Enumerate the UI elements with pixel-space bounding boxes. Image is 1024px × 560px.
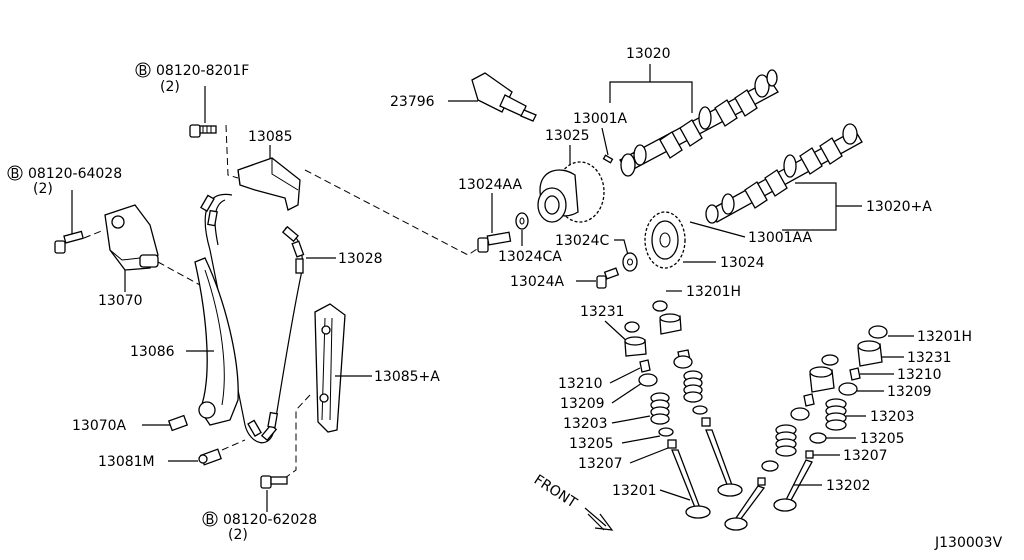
bolt-marker: B [11,167,20,182]
bolt-marker: B [206,513,215,528]
part-label-13231-1: 13231 [580,304,625,320]
exhaust-valve-13202-drawing [724,459,813,531]
bolt-label-08120-8201F: B 08120-8201F (2) [135,62,249,95]
part-label-13201H-1: 13201H [686,284,741,300]
part-label-23796: 23796 [390,94,435,110]
part-label-13210-2: 13210 [897,367,942,383]
sensor-23796-drawing [471,72,537,122]
part-label-13205-2: 13205 [860,431,905,447]
part-label-13203-2: 13203 [870,409,915,425]
part-label-13024A: 13024A [510,274,565,290]
part-label-13025: 13025 [545,128,590,144]
part-label-13203-1: 13203 [563,416,608,432]
bolt-qty: (2) [228,527,248,543]
spring-13203-left-drawing [650,370,703,425]
bolt-13024AA-drawing [477,231,512,253]
part-label-13001AA: 13001AA [748,230,813,246]
part-label-13231-2: 13231 [907,350,952,366]
shim-13201H-left [652,300,668,312]
part-label-13070A: 13070A [72,418,127,434]
bolt-13024A-drawing [596,267,620,289]
part-label-13205-1: 13205 [569,436,614,452]
timing-chain-13028-drawing [200,193,305,444]
part-label-13086: 13086 [130,344,175,360]
washer-13024C [622,252,638,272]
bolt-label-08120-62028: B 08120-62028 (2) [202,511,317,543]
part-label-13020A: 13020+A [866,199,932,215]
part-label-13207-2: 13207 [843,448,888,464]
bolt-62028-drawing [260,475,288,489]
sprocket-13025-drawing [537,161,605,223]
part-13070A-drawing [167,414,189,432]
part-label-13209-1: 13209 [560,396,605,412]
part-label-13024C: 13024C [555,233,610,249]
diagram-id: J130003V [934,535,1003,551]
chain-guide-13085A-drawing [314,303,346,433]
front-indicator: FRONT [531,472,614,531]
bolt-label-08120-64028: B 08120-64028 (2) [7,165,122,197]
bolt-marker: B [139,64,148,79]
bolt-64028-drawing [54,230,84,254]
bolt-qty: (2) [160,79,180,95]
bolt-qty: (2) [33,181,53,197]
bolt-8201F-drawing [189,124,217,138]
part-label-13209-2: 13209 [887,384,932,400]
slack-guide-13086-drawing [194,257,239,426]
intake-valve-13201-drawing [671,429,743,519]
tensioner-13070-drawing [104,204,159,271]
part-label-13028: 13028 [338,251,383,267]
bolt-code: 08120-62028 [223,512,317,528]
dowel-pin-13001A [602,154,614,164]
part-label-13202: 13202 [826,478,871,494]
bolt-marker-circle [202,511,218,527]
part-label-13201H-2: 13201H [917,329,972,345]
bolt-code: 08120-64028 [28,166,122,182]
part-13081M-drawing [198,448,223,466]
bolt-marker-circle [135,62,151,78]
part-label-13024CA: 13024CA [498,249,562,265]
bolt-code: 08120-8201F [156,63,249,79]
part-label-13001A: 13001A [573,111,628,127]
camshaft-lower-drawing [705,123,863,224]
part-label-13081M: 13081M [98,454,155,470]
part-label-13210-1: 13210 [558,376,603,392]
part-label-13020: 13020 [626,46,671,62]
lifter-13231-left [624,313,682,357]
front-label: FRONT [531,472,580,512]
part-label-13085A: 13085+A [374,369,440,385]
part-label-13207-1: 13207 [578,456,623,472]
part-label-13201: 13201 [612,483,657,499]
camshaft-upper-drawing [619,69,779,177]
part-label-13070: 13070 [98,293,143,309]
sprocket-13024-drawing [644,211,686,269]
chain-guide-13085-drawing [237,157,301,211]
lifter-13231-right [809,340,883,393]
spring-13203-right-drawing [775,398,847,457]
part-label-13024: 13024 [720,255,765,271]
part-label-13085: 13085 [248,129,293,145]
washer-13024CA [515,212,529,230]
bolt-marker-circle [7,165,23,181]
part-label-13024AA: 13024AA [458,177,523,193]
